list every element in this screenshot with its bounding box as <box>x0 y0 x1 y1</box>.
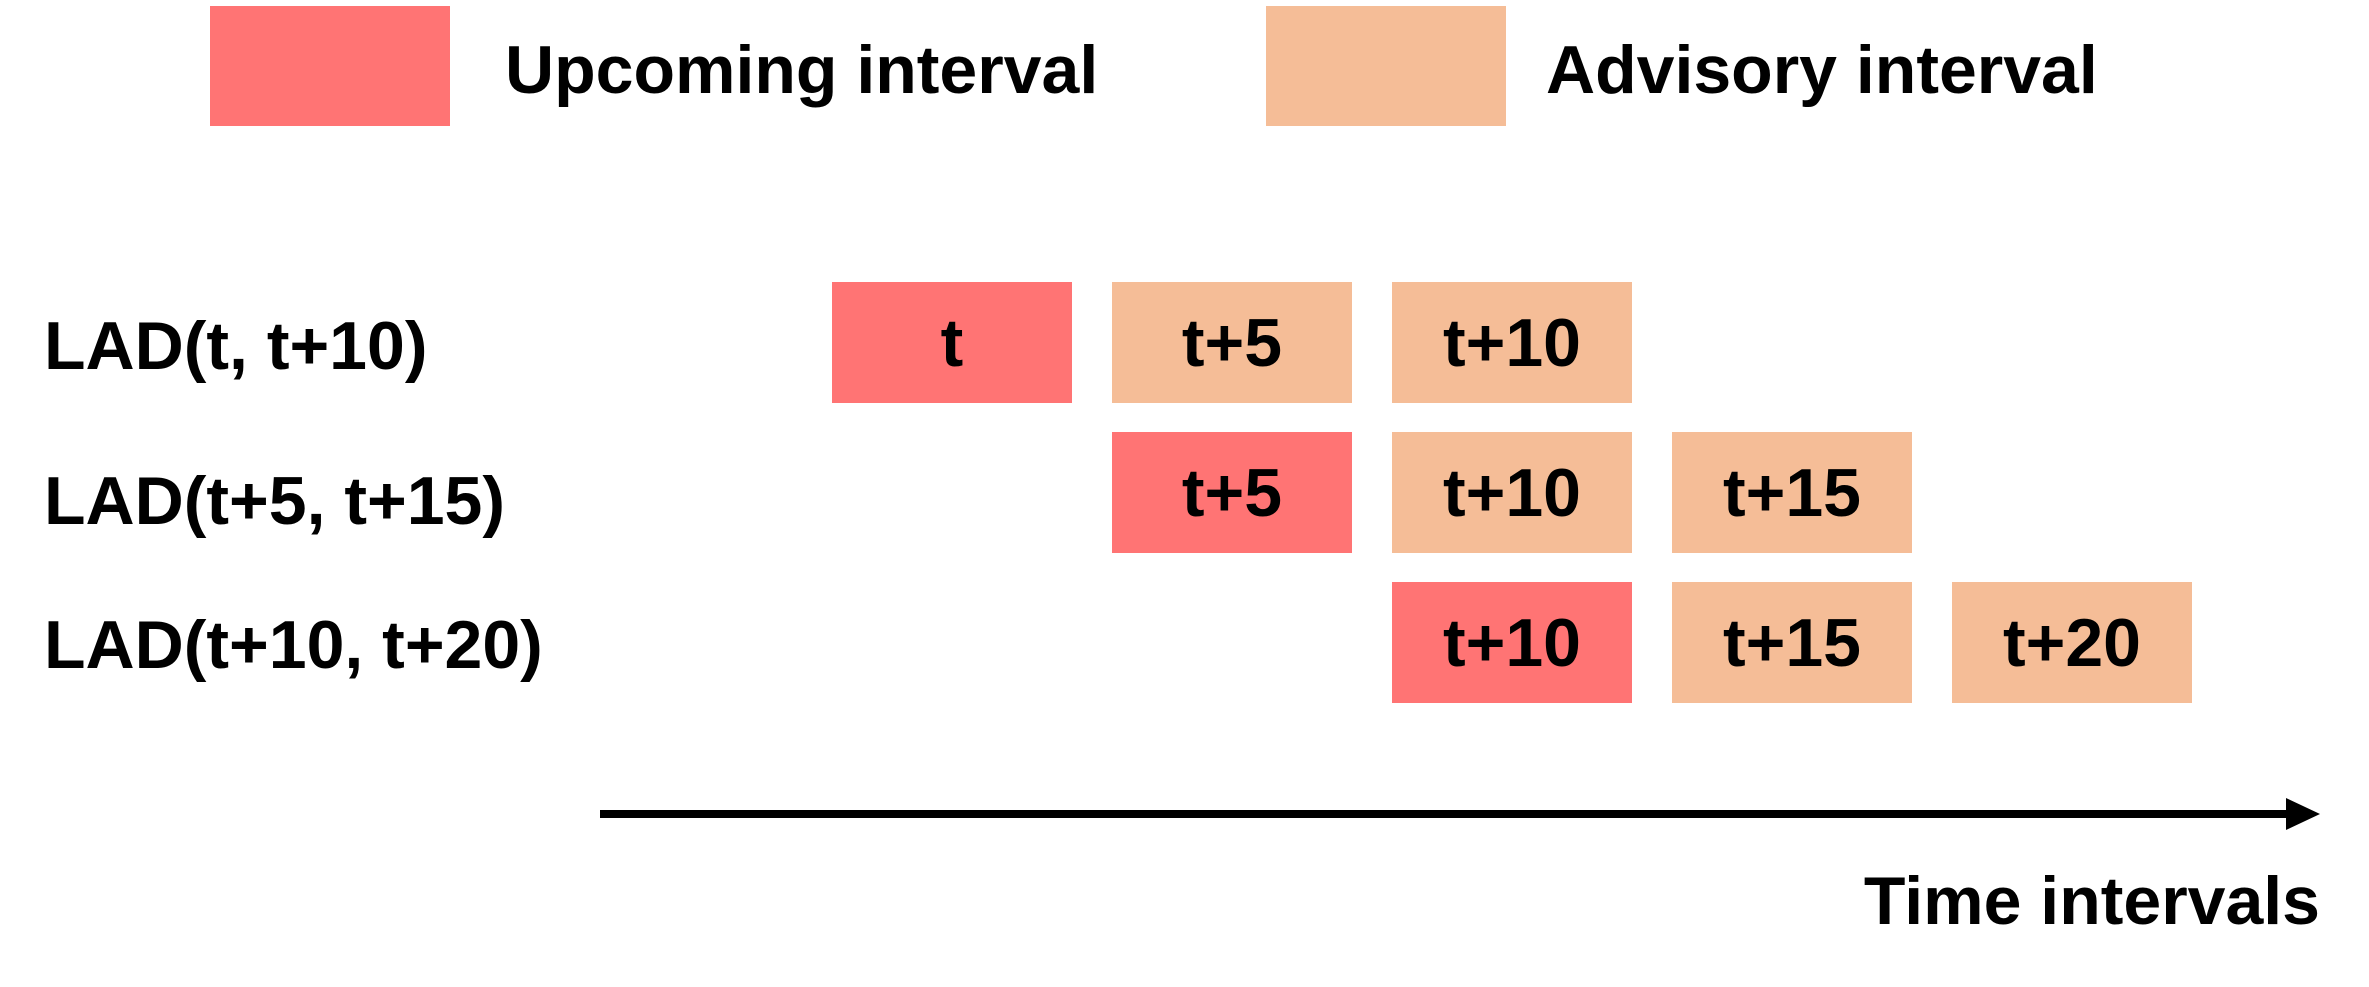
legend-swatch-upcoming <box>210 6 450 126</box>
interval-box-advisory: t+20 <box>1952 582 2192 703</box>
time-axis-label: Time intervals <box>1863 863 2320 939</box>
row-label-1: LAD(t, t+10) <box>44 308 428 384</box>
row-label-2: LAD(t+5, t+15) <box>44 463 505 539</box>
interval-box-advisory: t+5 <box>1112 282 1352 403</box>
interval-box-upcoming: t+5 <box>1112 432 1352 553</box>
legend-swatch-advisory <box>1266 6 1506 126</box>
legend-label-advisory: Advisory interval <box>1546 32 2098 108</box>
interval-box-upcoming: t+10 <box>1392 582 1632 703</box>
interval-box-advisory: t+15 <box>1672 432 1912 553</box>
interval-box-advisory: t+15 <box>1672 582 1912 703</box>
interval-box-advisory: t+10 <box>1392 282 1632 403</box>
interval-box-upcoming: t <box>832 282 1072 403</box>
interval-box-advisory: t+10 <box>1392 432 1632 553</box>
legend-label-upcoming: Upcoming interval <box>505 32 1099 108</box>
row-label-3: LAD(t+10, t+20) <box>44 607 543 683</box>
arrow-head-icon <box>2286 798 2320 830</box>
